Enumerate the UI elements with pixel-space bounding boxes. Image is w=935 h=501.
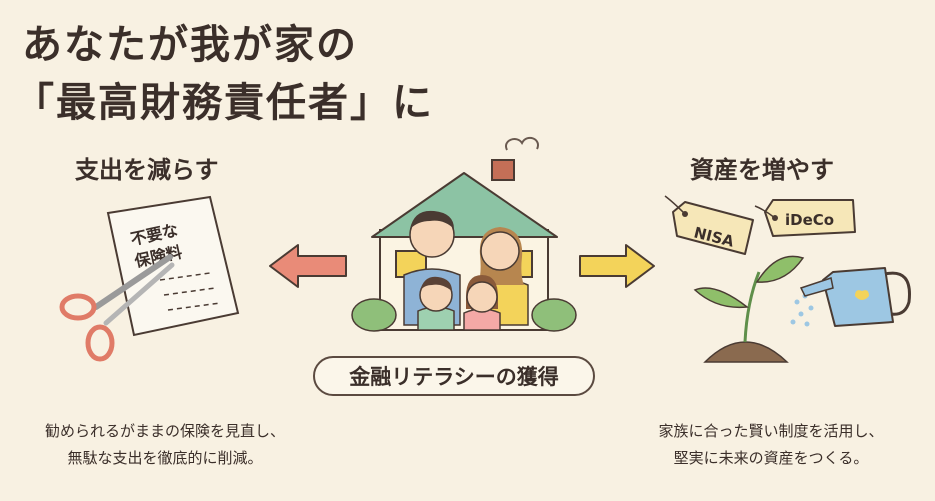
reduce-description-line-1: 勧められるがままの保険を見直し、 xyxy=(44,422,285,440)
heading-increase-assets: 資産を増やす xyxy=(690,156,834,184)
growth-illustration: NISA iDeCo xyxy=(664,195,911,363)
assets-description-line-1: 家族に合った賢い制度を活用し、 xyxy=(658,422,884,440)
arrow-left-icon xyxy=(269,244,347,288)
increase-assets-description: 家族に合った賢い制度を活用し、 堅実に未来の資産をつくる。 xyxy=(612,418,930,472)
boy-figure xyxy=(417,276,455,331)
arrow-right-icon xyxy=(579,244,655,288)
reduce-description-line-2: 無駄な支出を徹底的に削減。 xyxy=(67,449,263,467)
title-line-2: 「最高財務責任者」に xyxy=(14,80,434,126)
nisa-tag-icon xyxy=(664,195,754,255)
sprout-icon xyxy=(693,255,805,363)
heading-reduce-expenses: 支出を減らす xyxy=(75,156,219,184)
assets-description-line-2: 堅実に未来の資産をつくる。 xyxy=(673,449,869,467)
reduce-expenses-description: 勧められるがままの保険を見直し、 無駄な支出を徹底的に削減。 xyxy=(10,418,320,472)
water-drops-icon xyxy=(790,293,814,327)
cut-document-illustration: 不要な 保険料 xyxy=(59,195,240,362)
financial-literacy-badge: 金融リテラシーの獲得 xyxy=(313,356,595,396)
house-family-illustration xyxy=(351,136,577,332)
ideco-tag-icon xyxy=(754,199,856,237)
watering-can-icon xyxy=(799,267,911,327)
scissors-icon xyxy=(59,254,175,362)
tag-ideco: iDeCo xyxy=(785,211,834,229)
girl-figure xyxy=(463,275,501,331)
title-line-1: あなたが我が家の xyxy=(22,22,358,68)
